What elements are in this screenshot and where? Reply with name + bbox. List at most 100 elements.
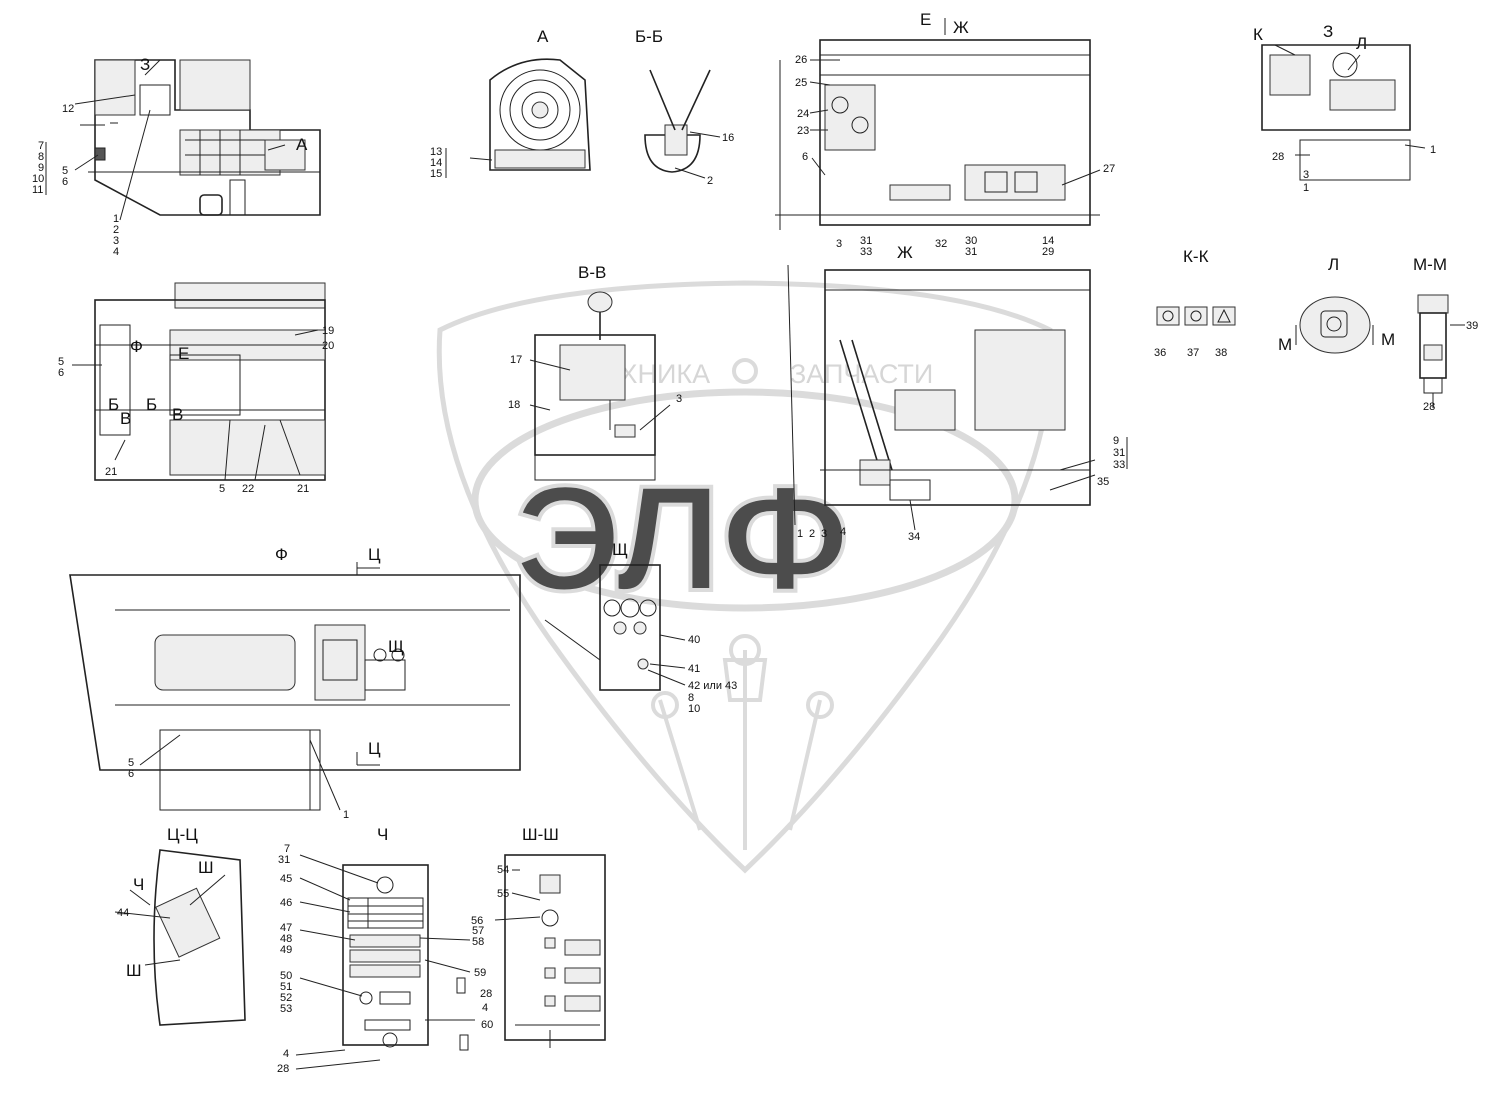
callout: 4 <box>482 1002 488 1014</box>
callout: 13 <box>430 146 442 158</box>
callout: 40 <box>688 634 700 646</box>
callout: 5 <box>219 483 225 495</box>
view-label: Б-Б <box>635 27 663 46</box>
callout: 6 <box>62 176 68 188</box>
callout: 29 <box>1042 246 1054 258</box>
view-label: Ф <box>275 545 288 564</box>
view-label: А <box>296 135 308 154</box>
view-mm: М-М 39 28 <box>1413 255 1478 413</box>
callout: 50 <box>280 970 292 982</box>
callout: 5 <box>62 165 68 177</box>
callout: 1 <box>1430 144 1436 156</box>
callout: 18 <box>508 399 520 411</box>
callout: 49 <box>280 944 292 956</box>
callout: 48 <box>280 933 292 945</box>
view-label: Ш <box>198 858 214 877</box>
view-label: Л <box>1356 34 1367 53</box>
callout: 2 <box>707 175 713 187</box>
view-label: З <box>1323 22 1333 41</box>
view-label: Л <box>1328 255 1339 274</box>
view-label: Ч <box>133 875 144 894</box>
callout: 11 <box>32 184 43 196</box>
callout: 52 <box>280 992 292 1004</box>
view-zh: Ж 9 31 33 35 34 1 2 3 4 <box>787 243 1128 543</box>
callout: 6 <box>128 768 134 780</box>
callout: 45 <box>280 873 292 885</box>
view-z: К З Л 28 1 3 1 <box>1253 22 1436 194</box>
callout: 7 <box>284 843 290 855</box>
callout: 9 <box>38 162 44 174</box>
callout: 12 <box>62 103 74 115</box>
watermark: ТЕХНИКА ЗАПЧАСТИ ЭЛФ <box>436 280 1054 874</box>
callout: 1 <box>1303 182 1309 194</box>
callout: 3 <box>676 393 682 405</box>
callout: 15 <box>430 168 442 180</box>
callout: 3 <box>821 528 827 540</box>
view-e: Е Ж 26 25 24 23 6 27 3 31 33 32 30 31 14… <box>775 10 1115 258</box>
callout: 28 <box>277 1063 289 1075</box>
callout: 8 <box>38 151 44 163</box>
callout: 58 <box>472 936 484 948</box>
view-label: Ц-Ц <box>167 825 198 844</box>
view-label: Е <box>178 344 189 363</box>
callout: 27 <box>1103 163 1115 175</box>
callout: 6 <box>58 367 64 379</box>
view-label: Ж <box>953 18 969 37</box>
view-label: Щ <box>612 540 628 559</box>
callout: 8 <box>688 692 694 704</box>
view-label: В <box>120 409 131 428</box>
view-label: Ш-Ш <box>522 825 559 844</box>
callout: 51 <box>280 981 292 993</box>
view-label: Ж <box>897 243 913 262</box>
view-l: Л М М <box>1278 255 1395 354</box>
callout: 54 <box>497 864 509 876</box>
callout: 30 <box>965 235 977 247</box>
view-label: З <box>140 55 150 74</box>
view-label: Ш <box>126 961 142 980</box>
callout: 3 <box>113 235 119 247</box>
view-shsh: Ш-Ш 54 55 56 <box>471 825 606 1048</box>
watermark-logo-letters: ЭЛФ <box>515 454 849 622</box>
callout: 5 <box>58 356 64 368</box>
callout: 39 <box>1466 320 1478 332</box>
view-label: Ч <box>377 825 388 844</box>
wheat-icon <box>651 634 834 850</box>
callout: 31 <box>965 246 977 258</box>
callout: 14 <box>430 157 442 169</box>
callout: 41 <box>688 663 700 675</box>
callout: 46 <box>280 897 292 909</box>
view-tsts: Ц-Ц Ч Ш Ш 44 <box>114 825 246 1026</box>
callout: 25 <box>795 77 807 89</box>
view-label: К-К <box>1183 247 1209 266</box>
callout: 22 <box>242 483 254 495</box>
view-label: Б <box>108 395 119 414</box>
callout: 47 <box>280 922 292 934</box>
view-label: Ц <box>368 545 381 564</box>
view-side-top-left: З А 12 7 8 9 10 11 5 6 1 2 3 4 <box>32 55 321 258</box>
callout: 38 <box>1215 347 1227 359</box>
callout: 28 <box>480 988 492 1000</box>
callout: 31 <box>278 854 290 866</box>
callout: 53 <box>280 1003 292 1015</box>
view-label: Щ <box>388 637 404 656</box>
callout: 21 <box>297 483 309 495</box>
callout: 36 <box>1154 347 1166 359</box>
callout: 28 <box>1272 151 1284 163</box>
callout: 2 <box>809 528 815 540</box>
callout: 19 <box>322 325 334 337</box>
callout: 3 <box>1303 169 1309 181</box>
callout: 60 <box>481 1019 493 1031</box>
callout: 56 <box>471 915 483 927</box>
callout: 59 <box>474 967 486 979</box>
callout: 31 <box>860 235 872 247</box>
callout: 1 <box>113 213 119 225</box>
view-label: Ф <box>130 337 143 356</box>
callout: 32 <box>935 238 947 250</box>
callout: 7 <box>38 140 44 152</box>
callout: 57 <box>472 925 484 937</box>
view-f: Ф Ц Щ Ц 5 6 1 <box>69 545 521 821</box>
callout: 33 <box>1113 459 1125 471</box>
view-label: К <box>1253 25 1263 44</box>
view-a: А 13 14 15 <box>430 27 591 180</box>
